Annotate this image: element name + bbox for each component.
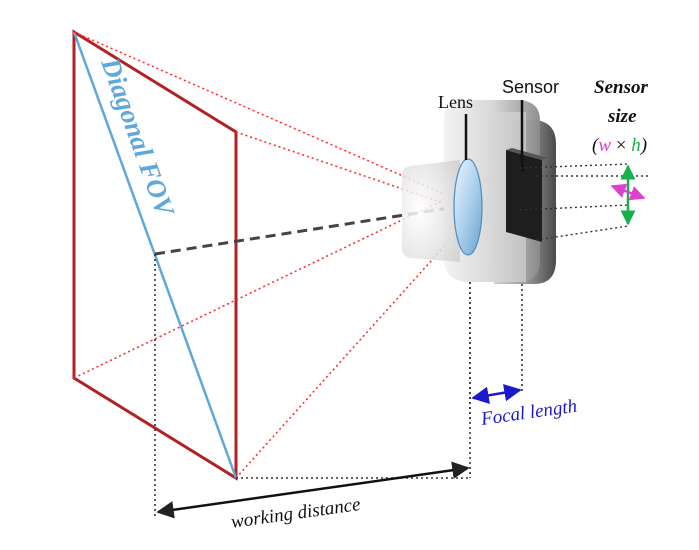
sensor-width-arrow	[610, 183, 646, 201]
sensor-size-formula: (w × h)	[592, 135, 647, 156]
formula-open-paren: (	[592, 135, 600, 156]
diagonal-fov-label: Diagonal FOV	[95, 53, 181, 222]
lens-element	[453, 158, 483, 256]
light-rays	[73, 31, 541, 479]
formula-w: w	[598, 135, 611, 156]
focal-length-label: Focal length	[479, 396, 579, 430]
dimension-guides	[154, 254, 523, 516]
formula-h: h	[631, 135, 641, 156]
lens-barrel	[402, 160, 460, 262]
sensor-size-title-line1: Sensor	[594, 77, 648, 98]
formula-times: ×	[611, 135, 631, 156]
formula-close-paren: )	[640, 135, 647, 156]
lens-label: Lens	[438, 92, 473, 112]
focal-length-arrow	[471, 384, 522, 404]
sensor-chip	[506, 148, 548, 242]
working-distance-arrow	[156, 461, 470, 519]
sensor-size-title-line2: size	[607, 106, 637, 127]
sensor-label: Sensor	[502, 77, 559, 97]
